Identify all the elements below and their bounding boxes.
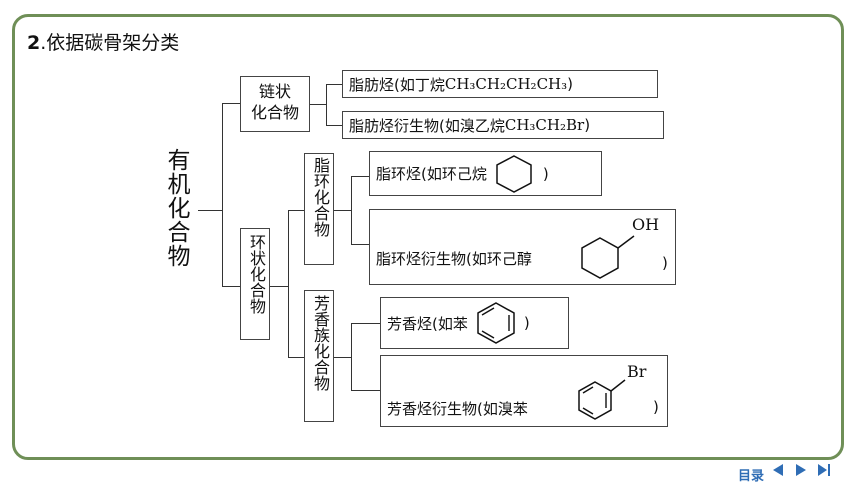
aliphatic-derivative-box: 脂肪烃衍生物(如溴乙烷 CH₃CH₂Br ) (342, 111, 664, 139)
aromatic-hydrocarbon-box: 芳香烃(如苯 ) (380, 297, 569, 349)
ring-label: 环状化合物 (247, 234, 266, 314)
bromoethane-formula: CH₃CH₂Br (504, 116, 585, 134)
aliphatic-hydrocarbon-text: 脂肪烃(如丁烷 (349, 75, 445, 94)
previous-page-icon[interactable] (771, 463, 785, 477)
cyclohexanol-icon (581, 235, 635, 279)
level1-bracket (222, 103, 223, 286)
aliphatic-hydrocarbon-box: 脂肪烃(如丁烷 CH₃CH₂CH₂CH₃ ) (342, 70, 658, 98)
section-heading: 2.依据碳骨架分类 (27, 28, 179, 55)
alicyclic-derivative-close: ) (662, 254, 668, 272)
aromatic-hydrocarbon-close: ) (523, 314, 530, 332)
aromatic-hydrocarbon-text: 芳香烃(如苯 (387, 314, 468, 333)
chain-label-line2: 化合物 (250, 103, 299, 122)
root-label: 有机化合物 (163, 148, 189, 268)
aliphatic-derivative-close: ) (584, 116, 591, 134)
aromatic-compound-box: 芳香族化合物 (304, 290, 334, 422)
chain-label-line1: 链状 (258, 82, 291, 101)
aromatic-derivative-text: 芳香烃衍生物(如溴苯 (387, 400, 528, 418)
contents-link[interactable]: 目录 (738, 469, 765, 484)
cyclohexane-icon (496, 154, 532, 193)
bromobenzene-icon (578, 379, 626, 420)
alicyclic-label: 脂环化合物 (311, 157, 330, 237)
hydroxyl-group-label: OH (632, 215, 660, 234)
last-page-icon[interactable] (817, 463, 831, 477)
aromatic-derivative-close: ) (653, 398, 659, 416)
aliphatic-hydrocarbon-close: ) (567, 75, 574, 93)
heading-text: .依据碳骨架分类 (40, 32, 180, 54)
alicyclic-derivative-box: 脂环烃衍生物(如环己醇 OH ) (369, 209, 676, 285)
ring-compound-box: 环状化合物 (240, 228, 270, 340)
chain-compound-box: 链状 化合物 (240, 76, 310, 132)
alicyclic-bracket (351, 176, 352, 244)
alicyclic-hydrocarbon-text: 脂环烃(如环己烷 (376, 165, 487, 183)
butane-formula: CH₃CH₂CH₂CH₃ (444, 75, 568, 93)
bromine-group-label: Br (627, 362, 647, 381)
alicyclic-hydrocarbon-close: ) (542, 164, 549, 183)
aromatic-bracket (351, 323, 352, 390)
alicyclic-derivative-text: 脂环烃衍生物(如环己醇 (376, 250, 532, 268)
alicyclic-compound-box: 脂环化合物 (304, 153, 334, 265)
next-page-icon[interactable] (794, 463, 808, 477)
chain-bracket (326, 84, 327, 125)
heading-number: 2 (27, 32, 41, 54)
ring-bracket (288, 210, 289, 357)
aliphatic-derivative-text: 脂肪烃衍生物(如溴乙烷 (349, 116, 505, 135)
root-connector (198, 210, 222, 211)
benzene-icon (477, 302, 515, 344)
aromatic-derivative-box: 芳香烃衍生物(如溴苯 Br ) (380, 355, 668, 427)
alicyclic-hydrocarbon-box: 脂环烃(如环己烷 ) (369, 151, 602, 196)
aromatic-label: 芳香族化合物 (311, 295, 330, 391)
